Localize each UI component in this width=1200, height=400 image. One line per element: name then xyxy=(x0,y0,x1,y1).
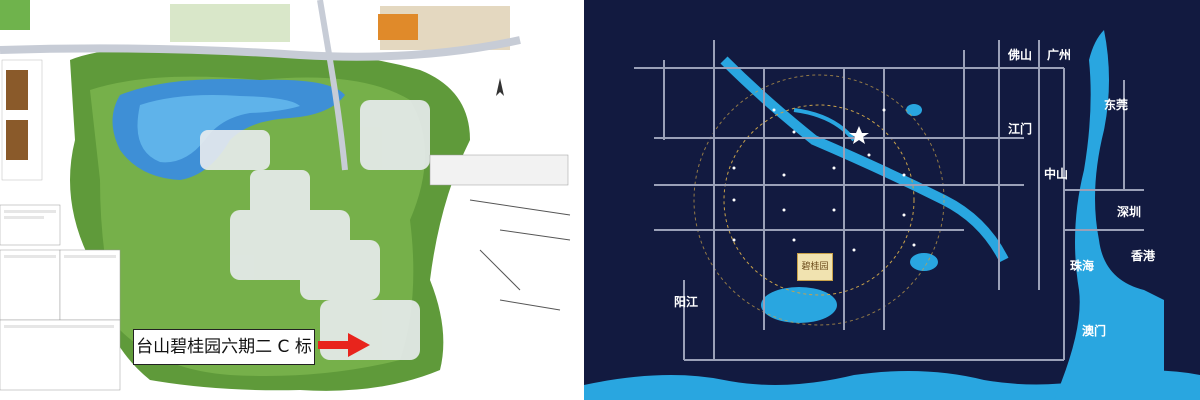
city-label-zhongshan: 中山 xyxy=(1044,167,1069,181)
masterplan-drawing xyxy=(0,0,572,400)
project-callout: 台山碧桂园六期二 C 标 xyxy=(133,329,315,365)
location-map-panel: 佛山 广州 东莞 江门 中山 深圳 珠海 香港 澳门 阳江 碧桂园 xyxy=(584,0,1200,400)
city-label-hongkong: 香港 xyxy=(1131,249,1156,263)
city-label-guangzhou: 广州 xyxy=(1047,48,1072,62)
city-label-shenzhen: 深圳 xyxy=(1117,205,1142,219)
city-label-yangjiang: 阳江 xyxy=(674,295,699,309)
city-label-dongguan: 东莞 xyxy=(1104,98,1129,112)
city-label-foshan: 佛山 xyxy=(1008,48,1033,62)
city-label-jiangmen: 江门 xyxy=(1008,122,1033,136)
masterplan-panel: 台山碧桂园六期二 C 标 xyxy=(0,0,572,400)
location-map xyxy=(584,0,1200,400)
red-arrow-icon xyxy=(318,333,370,357)
project-logo: 碧桂园 xyxy=(797,253,833,281)
city-label-zhuhai: 珠海 xyxy=(1070,259,1095,273)
city-label-macau: 澳门 xyxy=(1082,324,1107,338)
